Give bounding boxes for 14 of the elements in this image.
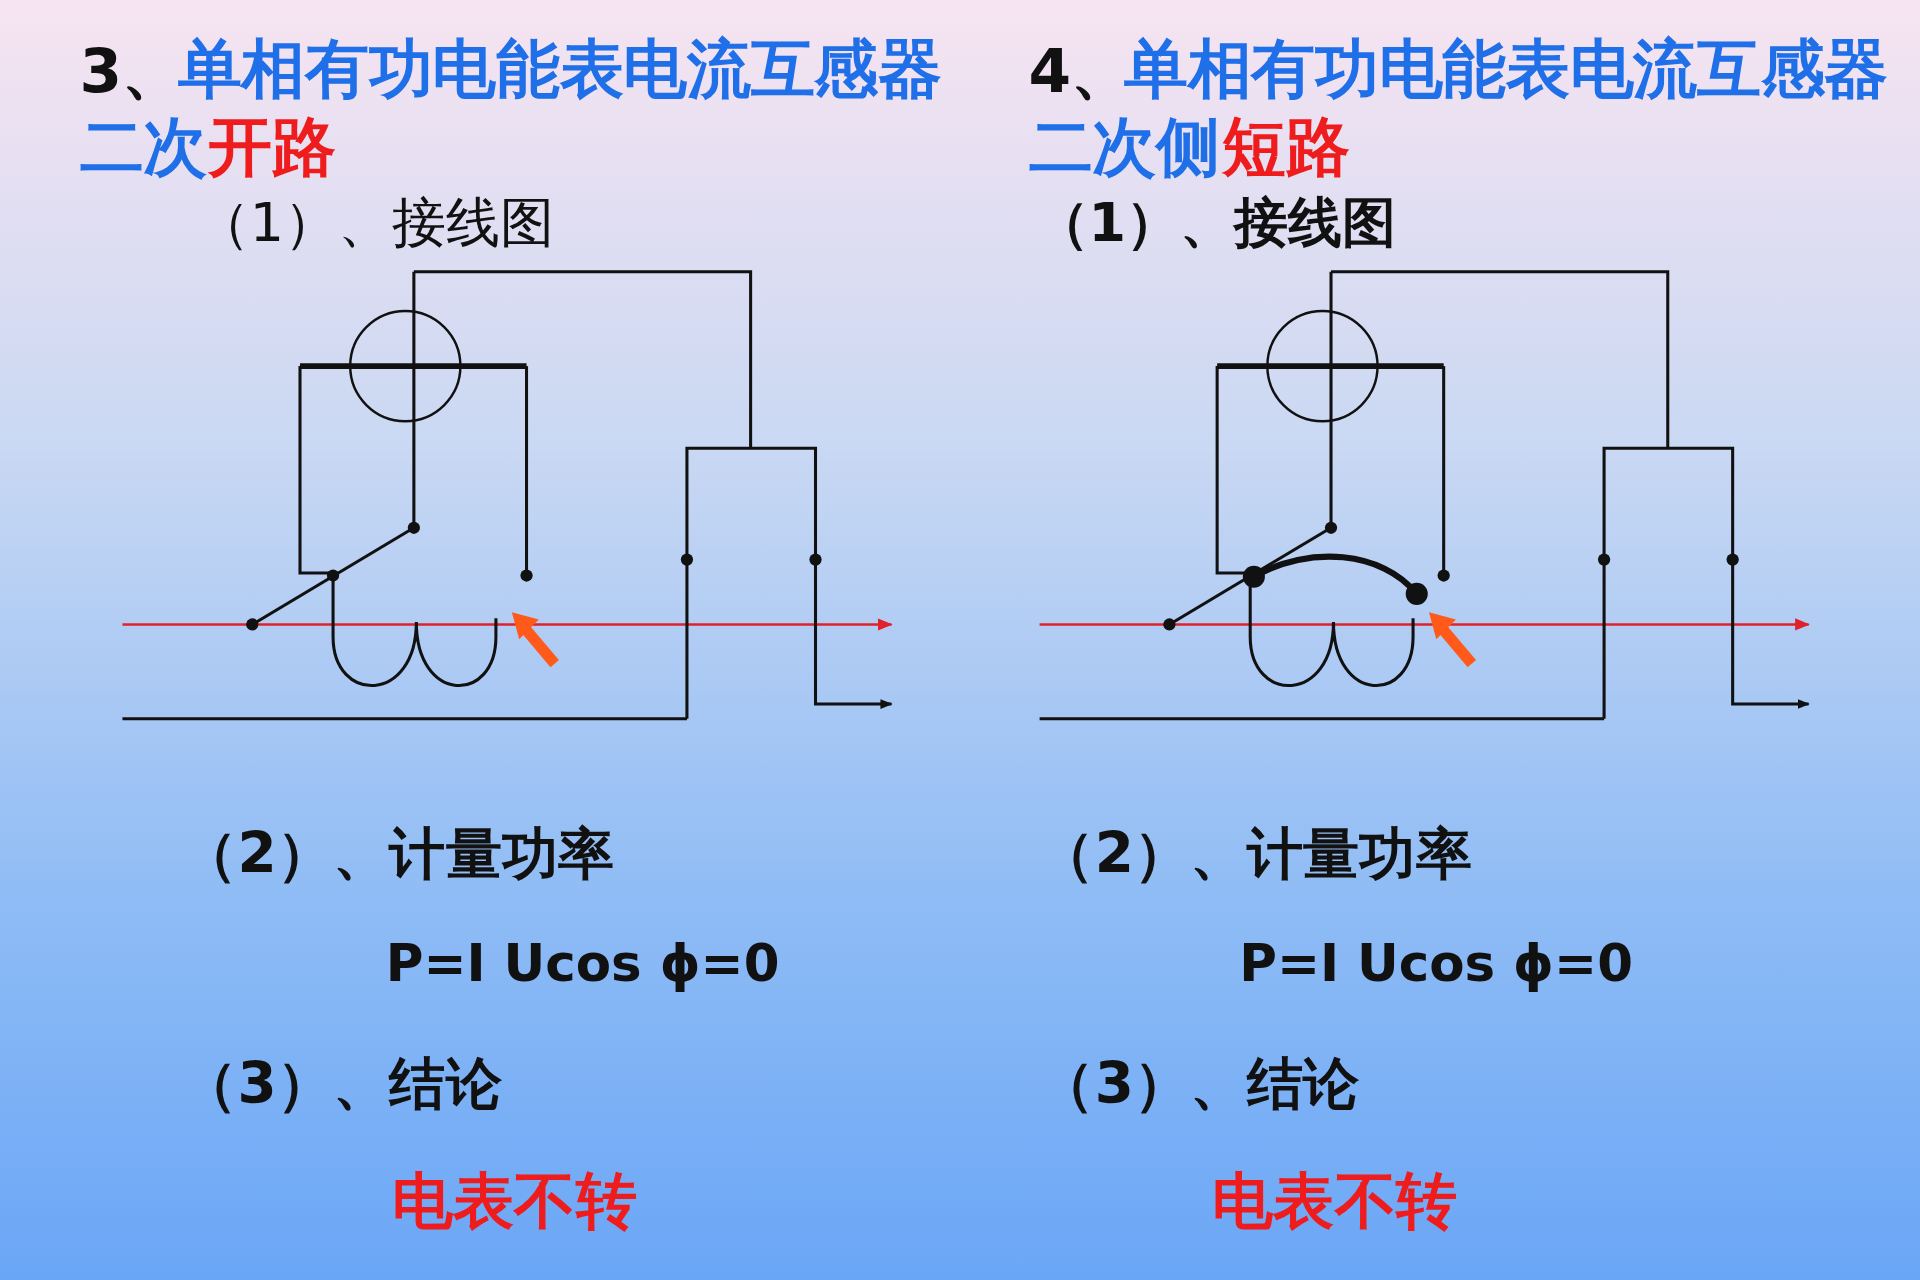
section-heading: （2）、计量功率: [1038, 825, 1472, 882]
formula-text: P=I Ucos ϕ=0: [1239, 937, 1633, 990]
heading: 二次: [79, 115, 207, 179]
heading: 二次侧: [1028, 115, 1220, 179]
section-heading: （1）、接线图: [1034, 195, 1396, 250]
heading-highlight: 短路: [1222, 115, 1350, 179]
conclusion-text: 电表不转: [1212, 1170, 1458, 1232]
formula-text: P=I Ucos ϕ=0: [385, 937, 780, 990]
section-heading: （1）、接线图: [195, 195, 554, 250]
section-heading: （3）、结论: [181, 1055, 503, 1112]
heading-highlight: 开路: [208, 115, 336, 179]
conclusion-text: 电表不转: [391, 1170, 637, 1232]
section-heading: （3）、结论: [1038, 1055, 1360, 1112]
section-heading: （2）、计量功率: [181, 825, 615, 882]
